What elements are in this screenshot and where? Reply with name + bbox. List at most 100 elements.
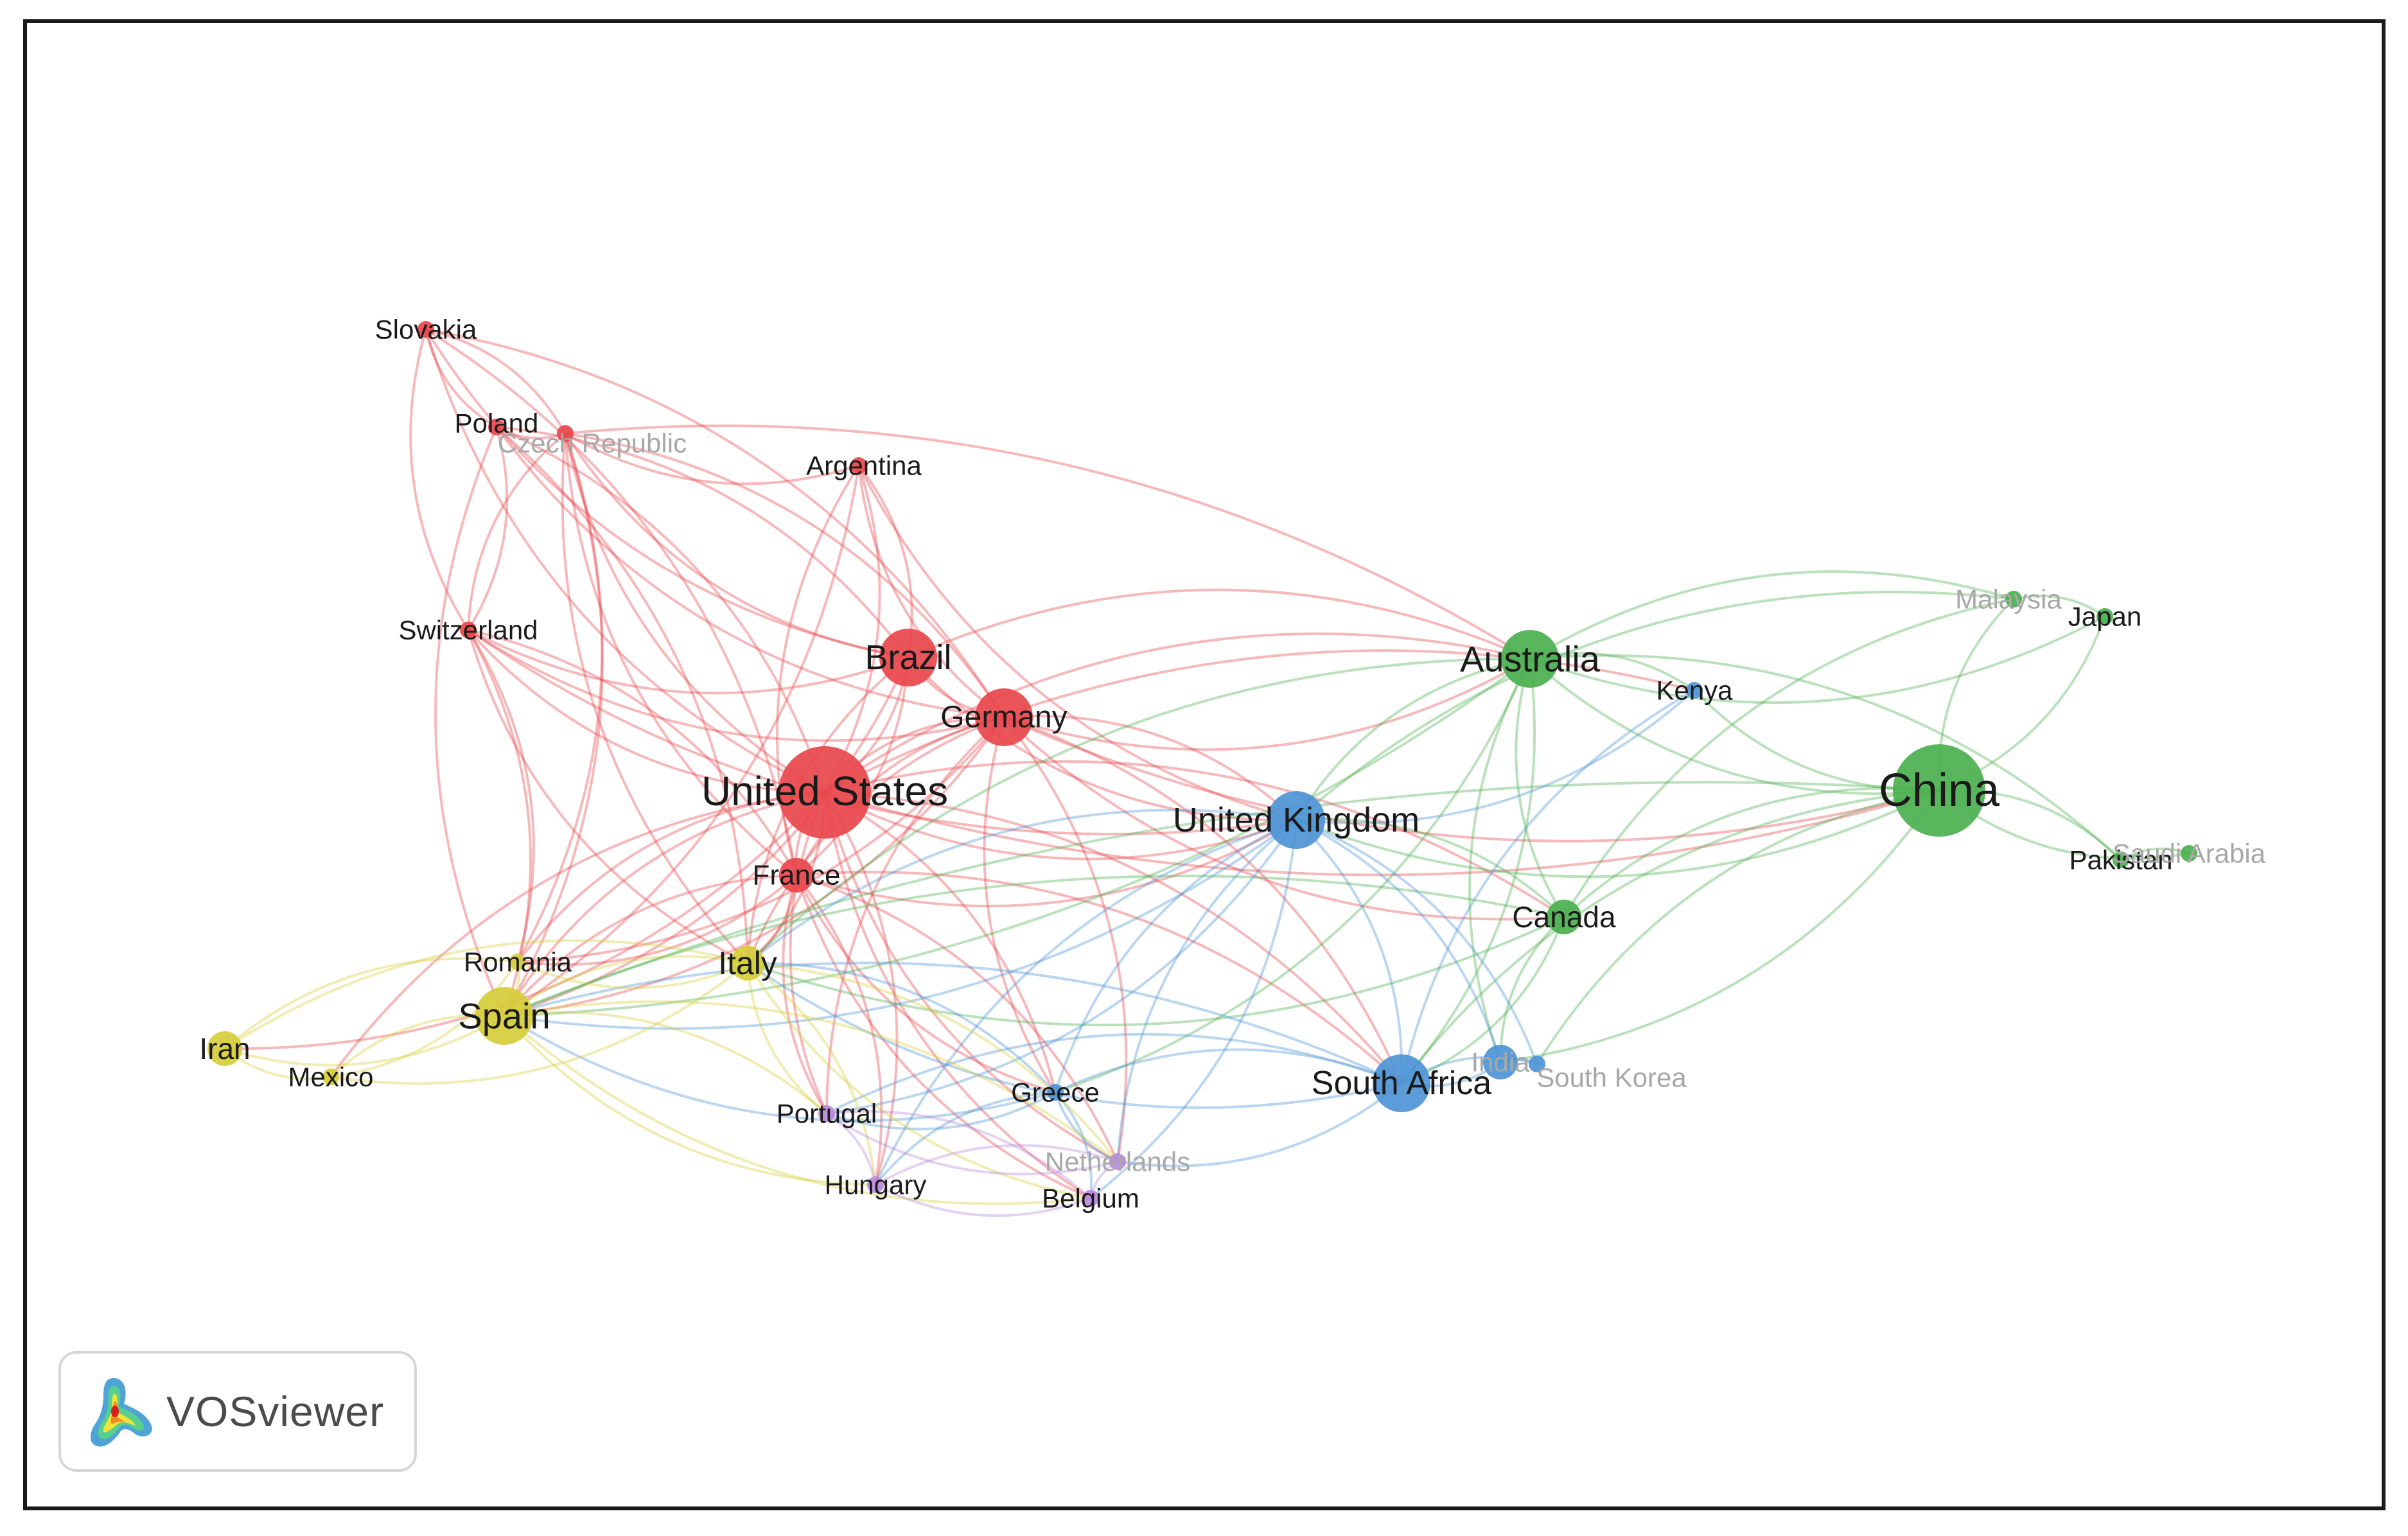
edge-greece-hungary [874, 1091, 1056, 1186]
node-italy[interactable] [730, 946, 765, 981]
node-switzerland[interactable] [460, 622, 477, 638]
node-malaysia[interactable] [2005, 591, 2022, 607]
label-romania[interactable]: Romania [464, 947, 572, 977]
edge-spain-hungary [503, 1015, 876, 1186]
label-germany[interactable]: Germany [940, 701, 1067, 735]
edge-switzerland-italy [467, 629, 748, 964]
label-italy[interactable]: Italy [718, 945, 777, 981]
node-south-korea[interactable] [1529, 1056, 1545, 1072]
edge-italy-belgium [746, 962, 1091, 1200]
edge-united-kingdom-greece [1054, 819, 1297, 1093]
edge-china-spain [504, 781, 1940, 1017]
label-belgium[interactable]: Belgium [1042, 1183, 1139, 1214]
node-canada[interactable] [1547, 900, 1581, 934]
edge-germany-netherlands [1003, 716, 1128, 1162]
edge-spain-italy [503, 955, 748, 1017]
edge-germany-poland [495, 426, 1005, 719]
edge-united-kingdom-india [1296, 819, 1502, 1063]
label-portugal[interactable]: Portugal [777, 1099, 877, 1129]
label-kenya[interactable]: Kenya [1656, 676, 1733, 706]
edge-slovakia-brazil [425, 328, 909, 659]
label-canada[interactable]: Canada [1512, 900, 1616, 934]
node-greece[interactable] [1047, 1084, 1064, 1101]
edge-united-states-greece [824, 791, 1057, 1093]
label-pakistan[interactable]: Pakistan [2069, 845, 2172, 875]
node-saudi-arabia[interactable] [2181, 845, 2197, 862]
node-japan[interactable] [2096, 608, 2113, 625]
node-kenya[interactable] [1686, 682, 1703, 699]
edge-australia-canada [1515, 658, 1565, 918]
label-poland[interactable]: Poland [455, 408, 539, 439]
edge-malaysia-united-kingdom [1295, 590, 2014, 821]
node-layer [207, 321, 2197, 1207]
node-belgium[interactable] [1082, 1190, 1099, 1207]
node-united-states[interactable] [778, 746, 871, 839]
node-germany[interactable] [975, 688, 1033, 746]
edge-france-czech-republic [564, 433, 798, 877]
edge-slovakia-switzerland [409, 329, 470, 631]
edge-germany-romania [517, 716, 1005, 963]
label-united-kingdom[interactable]: United Kingdom [1173, 801, 1419, 839]
label-malaysia[interactable]: Malaysia [1955, 584, 2062, 615]
node-czech-republic[interactable] [557, 425, 574, 442]
node-slovakia[interactable] [417, 321, 434, 338]
node-china[interactable] [1893, 744, 1985, 837]
node-united-kingdom[interactable] [1267, 791, 1325, 849]
node-romania[interactable] [509, 954, 526, 970]
node-mexico[interactable] [322, 1069, 339, 1085]
label-netherlands[interactable]: Netherlands [1045, 1147, 1190, 1177]
edge-portugal-netherlands [825, 1112, 1118, 1176]
label-china[interactable]: China [1879, 765, 2000, 816]
label-south-africa[interactable]: South Africa [1312, 1065, 1491, 1102]
label-australia[interactable]: Australia [1460, 639, 1601, 679]
label-saudi-arabia[interactable]: Saudi Arabia [2113, 839, 2266, 869]
node-portugal[interactable] [818, 1105, 835, 1122]
edge-czech-republic-argentina [565, 432, 859, 485]
edge-south-africa-spain [504, 961, 1402, 1085]
label-brazil[interactable]: Brazil [865, 638, 951, 677]
label-argentina[interactable]: Argentina [806, 451, 922, 481]
node-iran[interactable] [207, 1031, 242, 1066]
node-australia[interactable] [1501, 630, 1559, 688]
label-slovakia[interactable]: Slovakia [375, 315, 477, 345]
edge-france-portugal [782, 875, 828, 1115]
label-greece[interactable]: Greece [1011, 1078, 1100, 1108]
edge-brazil-australia [908, 588, 1531, 660]
vosviewer-badge[interactable]: VOSviewer [58, 1351, 417, 1472]
edge-germany-canada [1003, 716, 1565, 921]
label-japan[interactable]: Japan [2068, 602, 2141, 632]
edge-slovakia-germany [425, 328, 1005, 719]
node-india[interactable] [1483, 1045, 1518, 1079]
edge-brazil-united-kingdom [907, 656, 1297, 822]
edge-hungary-belgium [875, 1183, 1091, 1217]
node-spain[interactable] [475, 987, 533, 1045]
node-argentina[interactable] [850, 457, 867, 474]
edge-slovakia-czech-republic [425, 328, 567, 434]
node-netherlands[interactable] [1109, 1153, 1126, 1170]
label-hungary[interactable]: Hungary [825, 1170, 927, 1200]
label-iran[interactable]: Iran [199, 1032, 250, 1065]
label-india[interactable]: India [1471, 1047, 1530, 1078]
label-mexico[interactable]: Mexico [288, 1062, 373, 1092]
edge-united-kingdom-spain [504, 819, 1297, 1030]
node-hungary[interactable] [867, 1176, 884, 1193]
edge-australia-japan [1529, 615, 2105, 704]
label-czech-republic[interactable]: Czech Republic [498, 428, 687, 458]
edge-united-states-switzerland [467, 629, 825, 794]
edge-greece-spain [503, 1015, 1056, 1122]
node-france[interactable] [779, 858, 814, 893]
edge-united-kingdom-italy [746, 808, 1297, 964]
node-poland[interactable] [488, 419, 505, 435]
label-france[interactable]: France [753, 860, 841, 891]
edge-south-africa-greece [1055, 1048, 1402, 1094]
label-switzerland[interactable]: Switzerland [398, 615, 538, 645]
label-united-states[interactable]: United States [701, 768, 948, 814]
node-south-africa[interactable] [1373, 1054, 1430, 1112]
edge-germany-australia [1003, 658, 1531, 751]
node-brazil[interactable] [879, 629, 937, 686]
label-south-korea[interactable]: South Korea [1536, 1063, 1687, 1093]
edge-spain-netherlands [504, 1000, 1119, 1163]
node-pakistan[interactable] [2113, 851, 2129, 868]
label-spain[interactable]: Spain [458, 996, 550, 1036]
